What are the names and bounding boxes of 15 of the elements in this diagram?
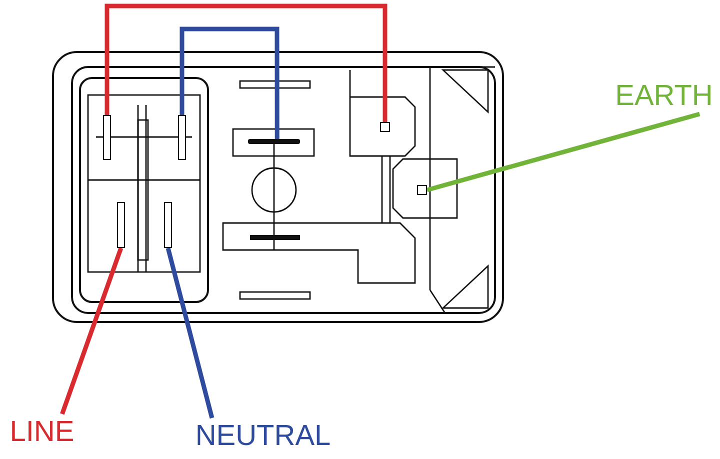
wire: [104, 4, 388, 122]
wire: [166, 247, 214, 419]
wire-label: EARTH: [610, 78, 718, 114]
terminal-pin: [164, 202, 172, 248]
fuse-contact: [248, 139, 300, 144]
wire-label: LINE: [6, 414, 78, 450]
wire-label: NEUTRAL: [188, 418, 338, 454]
terminal-pin: [117, 202, 125, 248]
wire: [60, 247, 124, 415]
terminal-pin: [380, 122, 390, 132]
wire: [426, 112, 700, 192]
wire: [180, 26, 280, 139]
terminal-pin: [417, 185, 427, 195]
terminal-pin: [178, 115, 186, 160]
terminal-pin: [103, 115, 111, 160]
